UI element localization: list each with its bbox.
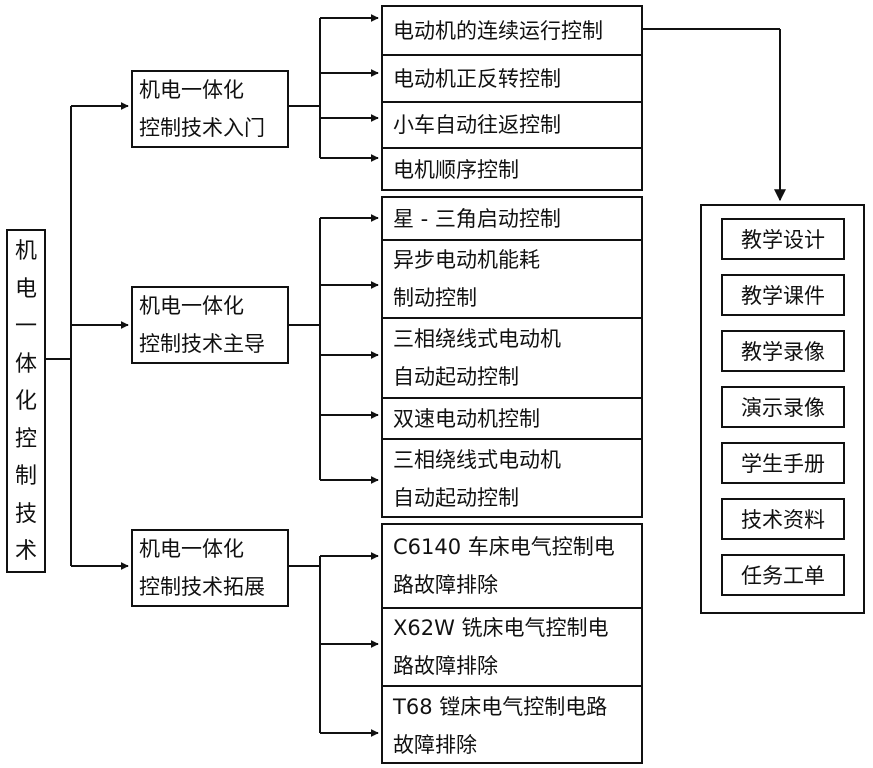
root-node: 机电一体化控制技术 xyxy=(6,229,46,573)
branch-label: 机电一体化 控制技术入门 xyxy=(139,78,265,140)
leaf-node: 三相绕线式电动机 自动起动控制 xyxy=(383,438,641,518)
branch-label: 机电一体化 控制技术主导 xyxy=(139,294,265,356)
leaf-node: C6140 车床电气控制电 路故障排除 xyxy=(383,525,641,607)
branch-node-extension: 机电一体化 控制技术拓展 xyxy=(131,529,289,607)
leaf-node: X62W 铣床电气控制电 路故障排除 xyxy=(383,607,641,685)
leaf-label: 星 - 三角启动控制 xyxy=(393,206,561,231)
leaf-label: 三相绕线式电动机 自动起动控制 xyxy=(393,448,561,510)
leaf-node: 星 - 三角启动控制 xyxy=(383,198,641,239)
resource-item: 任务工单 xyxy=(721,554,845,596)
leaf-node: 电动机的连续运行控制 xyxy=(383,7,641,54)
resource-label: 演示录像 xyxy=(741,396,825,420)
leaf-group-extension: C6140 车床电气控制电 路故障排除 X62W 铣床电气控制电 路故障排除 T… xyxy=(381,523,643,764)
leaf-label: C6140 车床电气控制电 路故障排除 xyxy=(393,535,615,597)
resource-label: 教学设计 xyxy=(741,228,825,252)
branch-node-core: 机电一体化 控制技术主导 xyxy=(131,286,289,364)
leaf-label: 电动机正反转控制 xyxy=(393,66,561,91)
leaf-label: X62W 铣床电气控制电 路故障排除 xyxy=(393,616,609,678)
leaf-group-intro: 电动机的连续运行控制 电动机正反转控制 小车自动往返控制 电机顺序控制 xyxy=(381,5,643,191)
leaf-label: 三相绕线式电动机 自动起动控制 xyxy=(393,327,561,389)
leaf-node: 小车自动往返控制 xyxy=(383,101,641,147)
resource-item: 学生手册 xyxy=(721,442,845,484)
resource-label: 学生手册 xyxy=(741,452,825,476)
leaf-node: 电机顺序控制 xyxy=(383,147,641,191)
resource-item: 教学录像 xyxy=(721,330,845,372)
leaf-node: 异步电动机能耗 制动控制 xyxy=(383,239,641,317)
resource-panel: 教学设计 教学课件 教学录像 演示录像 学生手册 技术资料 任务工单 xyxy=(700,204,865,614)
leaf-label: 双速电动机控制 xyxy=(393,406,540,431)
resource-item: 技术资料 xyxy=(721,498,845,540)
leaf-label: T68 镗床电气控制电路 故障排除 xyxy=(393,694,608,757)
leaf-label: 电动机的连续运行控制 xyxy=(393,18,603,43)
resource-item: 教学课件 xyxy=(721,274,845,316)
leaf-label: 异步电动机能耗 制动控制 xyxy=(393,248,540,310)
leaf-node: T68 镗床电气控制电路 故障排除 xyxy=(383,685,641,764)
leaf-group-core: 星 - 三角启动控制 异步电动机能耗 制动控制 三相绕线式电动机 自动起动控制 … xyxy=(381,196,643,518)
resource-label: 教学录像 xyxy=(741,340,825,364)
resource-item: 演示录像 xyxy=(721,386,845,428)
leaf-node: 双速电动机控制 xyxy=(383,397,641,438)
resource-label: 技术资料 xyxy=(741,508,825,532)
root-label: 机电一体化控制技术 xyxy=(14,239,37,564)
resource-item: 教学设计 xyxy=(721,218,845,260)
leaf-label: 电机顺序控制 xyxy=(393,158,519,182)
leaf-node: 电动机正反转控制 xyxy=(383,54,641,101)
resource-label: 教学课件 xyxy=(741,284,825,308)
branch-label: 机电一体化 控制技术拓展 xyxy=(139,537,265,599)
resource-label: 任务工单 xyxy=(741,564,825,588)
branch-node-intro: 机电一体化 控制技术入门 xyxy=(131,70,289,148)
leaf-node: 三相绕线式电动机 自动起动控制 xyxy=(383,317,641,397)
leaf-label: 小车自动往返控制 xyxy=(393,113,561,137)
